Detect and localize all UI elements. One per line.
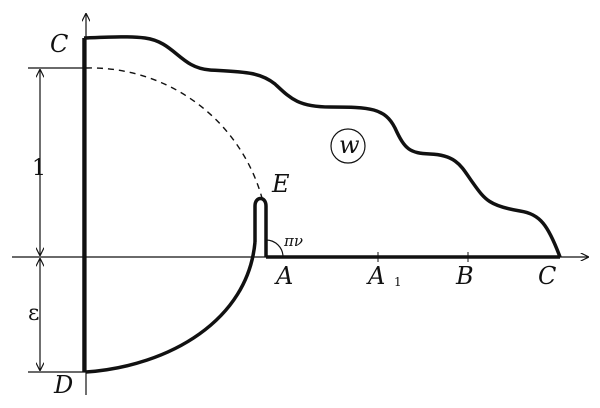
label-a: A bbox=[274, 262, 293, 290]
label-a1: A bbox=[366, 262, 385, 290]
label-c-right: C bbox=[538, 262, 556, 290]
dashed-arc bbox=[85, 67, 263, 199]
label-w: w bbox=[339, 131, 360, 159]
label-epsilon: ε bbox=[28, 301, 39, 326]
label-pi-nu: πν bbox=[283, 232, 303, 250]
label-one: 1 bbox=[32, 156, 46, 181]
w-circle bbox=[330, 128, 366, 164]
wavy-boundary bbox=[83, 35, 562, 258]
label-b: B bbox=[455, 262, 474, 290]
label-c-top: C bbox=[50, 30, 68, 58]
lower-curve bbox=[85, 241, 257, 374]
label-d: D bbox=[53, 371, 73, 399]
angle-arc bbox=[265, 239, 284, 258]
slit-e bbox=[253, 196, 268, 257]
label-a1-sub: 1 bbox=[394, 275, 402, 289]
label-e: E bbox=[271, 170, 290, 198]
